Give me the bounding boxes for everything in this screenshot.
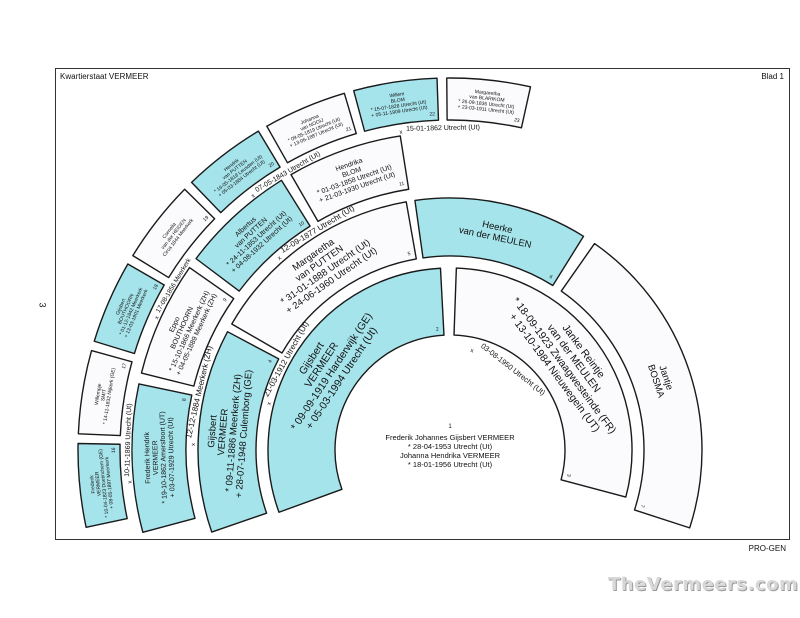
person-number: 17 <box>121 362 128 369</box>
chart-title: Kwartierstaat VERMEER <box>60 72 149 81</box>
person-number: 11 <box>399 181 405 188</box>
person-name: van BLARIKOM <box>469 94 505 104</box>
marriage-marker: x <box>277 255 283 261</box>
person-number: 22 <box>429 111 435 117</box>
person-name: SMIT <box>100 389 108 402</box>
person-number: 4 <box>267 359 274 364</box>
marriage-marker: x <box>267 402 274 406</box>
person-box-shape <box>266 92 357 164</box>
person-name: VERMEER <box>216 408 231 456</box>
marriage-marker: x <box>399 130 403 136</box>
person-number: 21 <box>345 126 352 133</box>
person-number: 16 <box>111 447 117 453</box>
marriage-marker: x <box>154 315 161 320</box>
person-number: 3 <box>565 473 571 477</box>
person-box-shape <box>190 130 281 214</box>
person-name: Willem <box>389 91 405 99</box>
software-label: PRO-GEN <box>748 544 786 553</box>
proband-line: * 28-04-1953 Utrecht (Ut) <box>408 442 493 451</box>
person-name: Frederik <box>89 474 97 493</box>
person-number: 20 <box>268 161 276 169</box>
person-number: 19 <box>202 215 210 223</box>
marriage-marker: x <box>250 193 256 200</box>
person-name: Gijsbert <box>206 414 220 448</box>
marriage-marker: x <box>127 480 133 484</box>
person-box-shape <box>231 201 418 354</box>
person-box-shape <box>446 77 532 129</box>
person-box-shape <box>131 383 196 534</box>
person-box-shape <box>140 266 235 387</box>
marriage-label: 10-11-1869 Utrecht (Ut) <box>124 403 133 477</box>
person-box-shape <box>195 179 311 292</box>
person-number: 9 <box>222 297 229 303</box>
person-dates: * 26-09-1836 Utrecht (Ut) <box>458 99 515 111</box>
person-box-shape <box>132 188 216 279</box>
person-box-shape <box>77 442 128 529</box>
person-box-shape <box>267 267 445 513</box>
person-box-shape <box>353 77 440 132</box>
person-number: 2 <box>436 327 440 333</box>
person-number: 8 <box>181 398 187 402</box>
person-dates: + 08-05-1897 Meerkerk <box>104 456 115 509</box>
person-box-shape <box>197 330 280 533</box>
watermark: TheVermeers.com <box>608 574 799 595</box>
person-number: 10 <box>298 220 306 228</box>
person-number: 6 <box>548 274 554 281</box>
marriage-marker: x <box>191 443 197 446</box>
person-box-shape <box>560 242 703 529</box>
page-frame <box>55 68 790 540</box>
person-name: VERMEER <box>94 471 102 497</box>
person-dates: + 23-03-1911 Utrecht (Ut) <box>457 104 514 116</box>
person-box-shape <box>77 349 133 437</box>
person-name: Frederik Hendrik <box>144 431 152 483</box>
person-name: BLOM <box>390 97 405 105</box>
proband-number: 1 <box>448 424 452 430</box>
sheet-label: Blad 1 <box>761 72 784 81</box>
person-name: VERMEER <box>152 440 160 475</box>
person-dates: * 19-10-1862 Amersfoort (UT) <box>159 411 168 503</box>
person-number: 7 <box>639 504 646 509</box>
proband-line: Frederik Johannes Gijsbert VERMEER <box>385 433 515 442</box>
marriage-marker: x <box>470 348 474 355</box>
proband-line: Johanna Hendrika VERMEER <box>400 451 501 460</box>
marriage-label: 15-01-1862 Utrecht (Ut) <box>406 124 480 133</box>
person-name: Willempje <box>94 383 103 406</box>
proband-line: * 18-01-1956 Utrecht (Ut) <box>408 460 493 469</box>
person-number: 5 <box>407 251 411 257</box>
proband-block: 1 Frederik Johannes Gijsbert VERMEER * 2… <box>385 424 515 469</box>
person-dates: + 03-07-1929 Utrecht (Ut) <box>168 417 177 497</box>
person-box-shape <box>453 267 633 498</box>
person-number: 23 <box>513 117 520 124</box>
person-number: 18 <box>152 283 160 291</box>
person-box-shape <box>414 197 585 287</box>
person-box-shape <box>290 135 410 223</box>
person-box-shape <box>93 263 165 355</box>
person-name: Margaretha <box>474 89 500 98</box>
